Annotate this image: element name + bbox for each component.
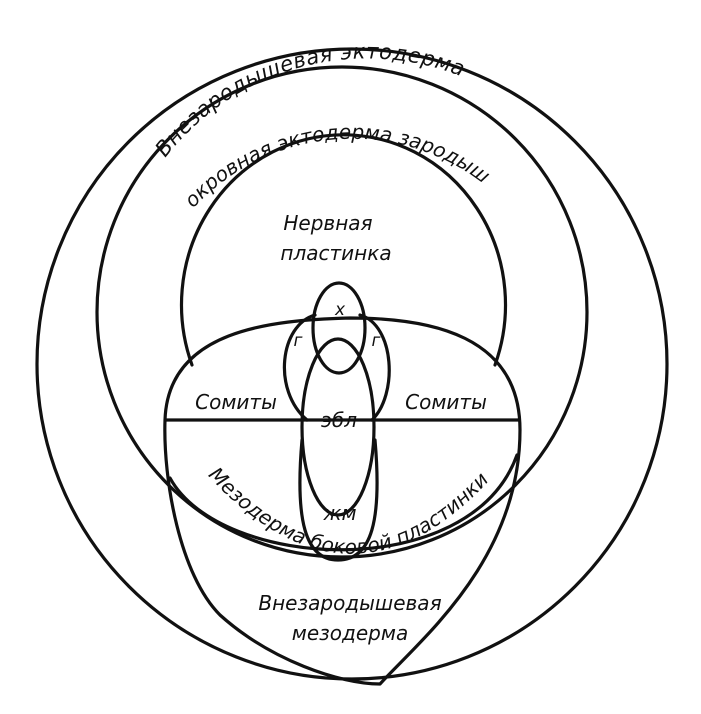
right-g-lobe (358, 313, 391, 422)
left-g-lobe (282, 313, 317, 422)
lateral-plate-boundary (168, 453, 519, 552)
right-g-label: г (372, 331, 381, 351)
gut-label: жм (322, 501, 356, 525)
neural-plate-label-line2: пластинка (280, 241, 391, 265)
left-g-label: г (294, 331, 303, 351)
extraembryonic-mesoderm-label-line1: Внезародышевая (258, 591, 441, 615)
notochord-ellipse (311, 281, 367, 375)
neural-plate-label-line1: Нервная (283, 211, 372, 235)
surface-ectoderm-circle (95, 65, 589, 559)
notochord-label: х (334, 300, 346, 320)
mesoderm-region (163, 316, 522, 686)
somites-right-label: Сомиты (405, 390, 487, 414)
gut-outline (298, 438, 379, 562)
embryoblast-label: эбл (321, 408, 357, 432)
somites-left-label: Сомиты (195, 390, 277, 414)
neural-plate-dome (179, 133, 508, 367)
outer-circle (35, 47, 669, 681)
surface-ectoderm-label: Покровная эктодерма зародыша (0, 0, 495, 212)
extraembryonic-mesoderm-label-line2: мезодерма (292, 621, 408, 645)
embryoblast-ellipse (300, 337, 376, 517)
